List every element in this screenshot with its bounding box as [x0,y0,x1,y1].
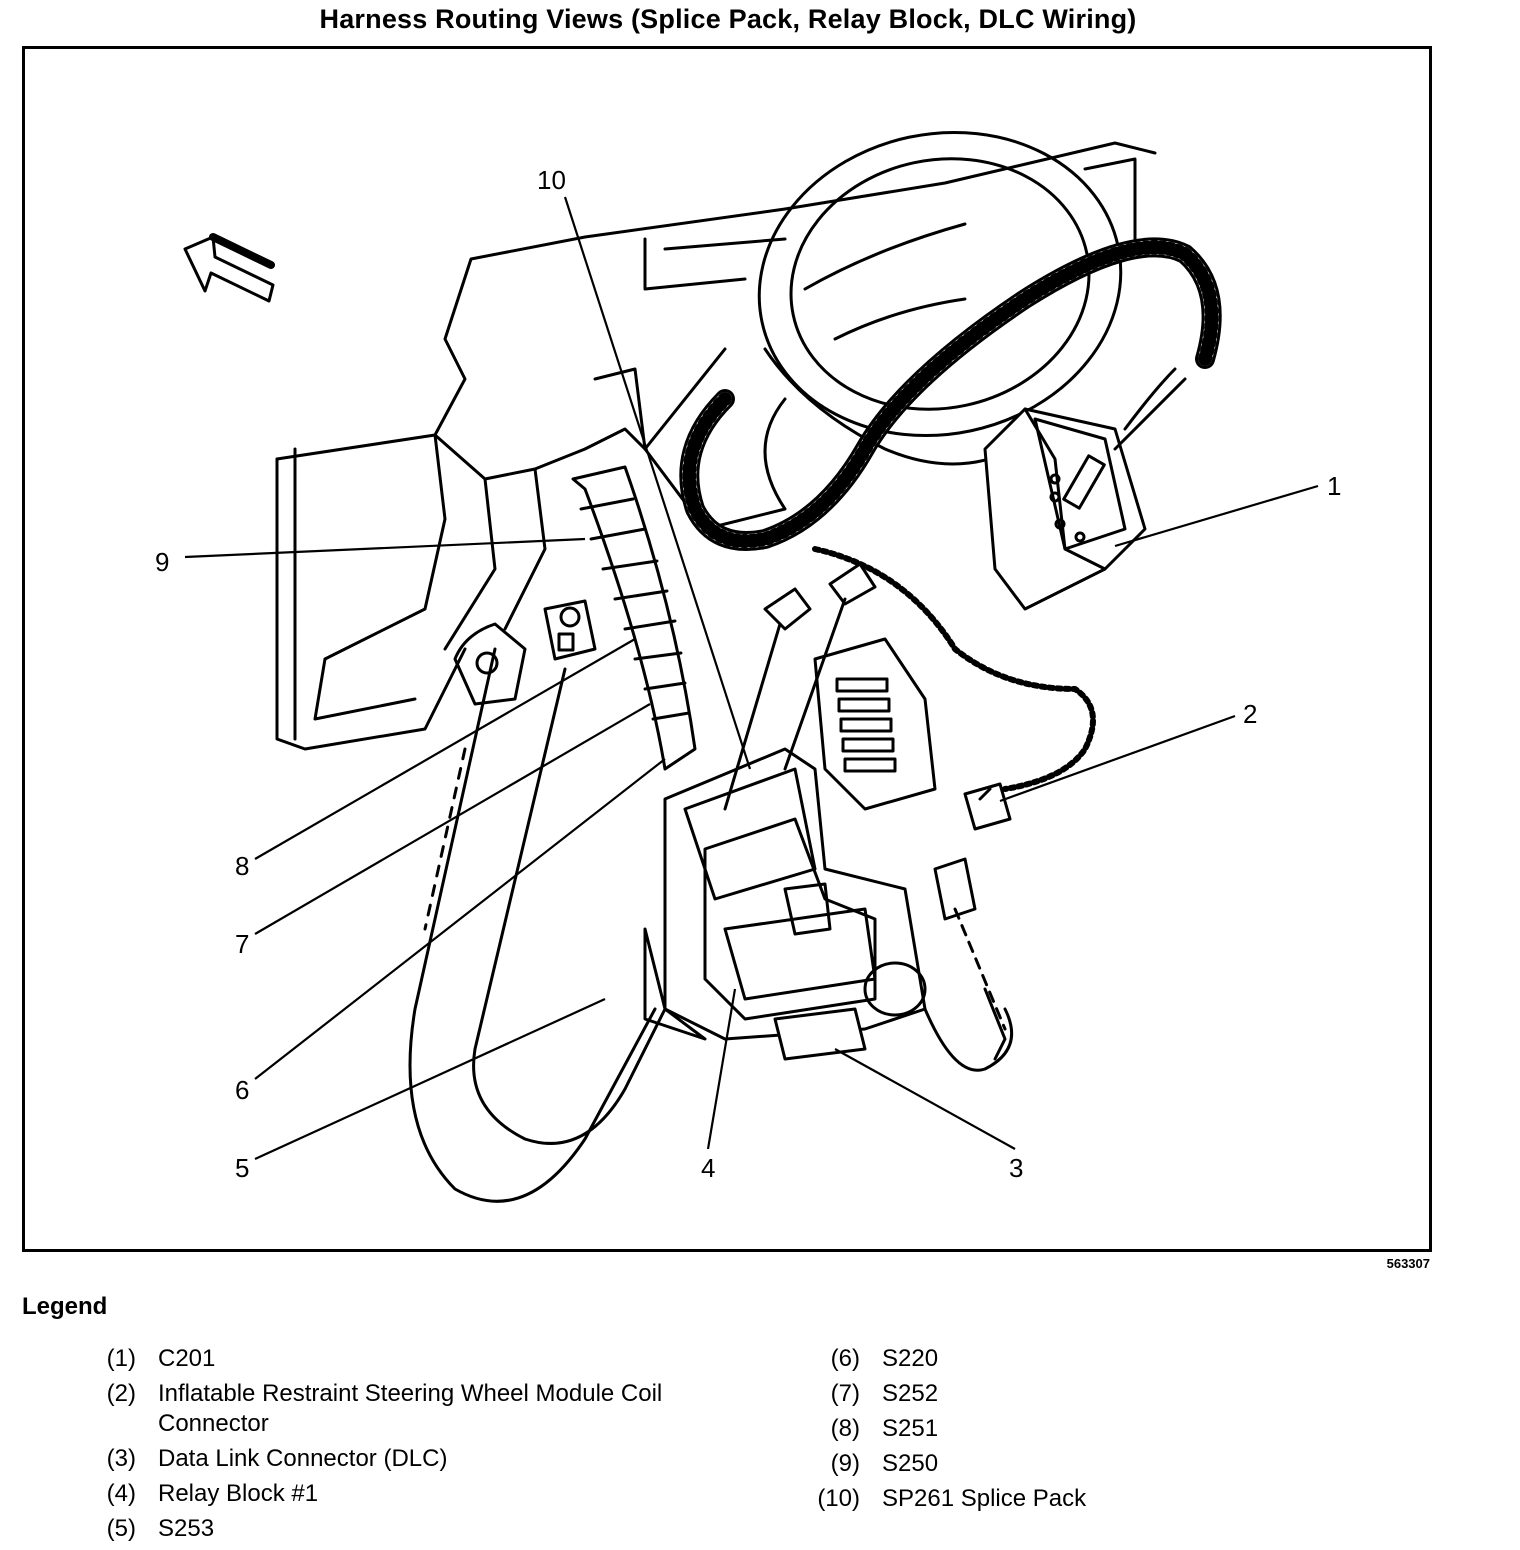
callout-1: 1 [1327,471,1341,501]
leader-line-6 [254,758,666,1080]
callout-4: 4 [701,1153,715,1183]
leader-line-10 [563,196,752,770]
legend-item: (5) S253 [84,1514,724,1544]
lower-harness-loop [408,647,667,1203]
legend-item: (3) Data Link Connector (DLC) [84,1444,724,1474]
harness-clip-right [543,599,597,661]
legend-left-column: (1) C201 (2) Inflatable Restraint Steeri… [84,1344,724,1549]
callout-6: 6 [235,1075,249,1105]
legend-text: C201 [158,1345,216,1372]
legend-number: (5) [106,1515,136,1542]
legend-title: Legend [22,1293,108,1320]
legend-text: S220 [882,1345,939,1372]
leader-line-8 [254,638,636,860]
callout-2: 2 [1243,699,1257,729]
legend-text: S250 [882,1450,939,1477]
legend-text: S252 [882,1380,939,1407]
legend-text: Relay Block #1 [158,1480,319,1507]
data-link-connector [773,637,937,1061]
callout-10: 10 [537,165,566,195]
main-harness-bundle [679,237,1222,551]
legend-text: S253 [158,1515,215,1542]
legend-number: (2) [106,1380,136,1407]
callout-5: 5 [235,1153,249,1183]
legend-number: (7) [830,1380,860,1407]
legend-item: (9) S250 [808,1449,1308,1479]
c201-connector [983,367,1187,611]
leader-line-1 [1114,484,1319,548]
connector-bracket [933,857,977,921]
legend-number: (9) [830,1450,860,1477]
leader-line-5 [254,997,606,1161]
legend-number: (4) [106,1480,136,1507]
legend-item: (1) C201 [84,1344,724,1374]
legend-item: (10) SP261 Splice Pack [808,1484,1308,1514]
callout-8: 8 [235,851,249,881]
splice-pack [571,465,697,771]
legend-item: (6) S220 [808,1344,1308,1374]
diagram-frame: 1 2 3 4 5 6 7 8 9 10 [22,46,1432,1252]
steering-column [643,347,787,531]
legend-item: (4) Relay Block #1 [84,1479,724,1509]
legend-text: SP261 Splice Pack [882,1485,1087,1512]
leader-line-7 [254,703,651,935]
legend-text: Inflatable Restraint Steering Wheel Modu… [158,1380,663,1437]
legend-number: (10) [817,1485,860,1512]
leader-line-4 [706,988,737,1150]
steering-wheel [757,130,1123,466]
diagram-title: Harness Routing Views (Splice Pack, Rela… [319,4,1137,34]
harness-illustration: 1 2 3 4 5 6 7 8 9 10 [155,130,1341,1203]
mounting-bolt-left [723,587,812,811]
front-direction-arrow-icon [183,233,275,303]
legend-right-column: (6) S220 (7) S252 (8) S251 (9) S250 (10)… [808,1344,1308,1519]
legend-text: Data Link Connector (DLC) [158,1445,448,1472]
figure-id: 563307 [1386,1256,1430,1271]
leader-line-3 [834,1048,1016,1150]
legend-text: S251 [882,1415,939,1442]
coil-connector-wire [812,546,1096,831]
leader-line-9 [184,537,586,559]
legend-item: (7) S252 [808,1379,1308,1409]
callout-7: 7 [235,929,249,959]
leader-line-2 [999,714,1236,803]
instrument-panel-outline [275,141,1157,461]
harness-clip-left [453,622,527,706]
legend-item: (8) S251 [808,1414,1308,1444]
legend-number: (6) [830,1345,860,1372]
legend-number: (1) [106,1345,136,1372]
mounting-bolt-right [783,562,877,771]
legend-item: (2) Inflatable Restraint Steering Wheel … [84,1379,724,1439]
callout-3: 3 [1009,1153,1023,1183]
callout-leader-lines [184,196,1319,1161]
legend-number: (8) [830,1415,860,1442]
relay-block [643,747,927,1041]
legend-number: (3) [106,1445,136,1472]
callout-9: 9 [155,547,169,577]
